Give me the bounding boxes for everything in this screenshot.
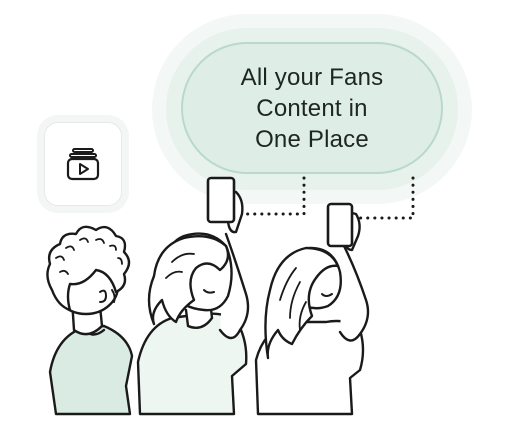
phone-right [326,202,354,248]
fan-right [254,202,370,416]
fan-middle [136,176,250,416]
fan-right-hair [264,246,340,360]
dotted-connector-left [242,176,306,216]
video-library-icon [66,148,100,181]
speech-bubble: All your Fans Content in One Place [181,42,443,174]
phone-left [206,176,236,224]
fan-left [46,225,134,416]
dotted-connector-right [350,176,415,220]
fan-middle-hair [147,235,230,326]
bubble-text: All your Fans Content in One Place [240,63,384,153]
fan-left-shirt [48,324,134,416]
app-icon-card [44,122,122,206]
